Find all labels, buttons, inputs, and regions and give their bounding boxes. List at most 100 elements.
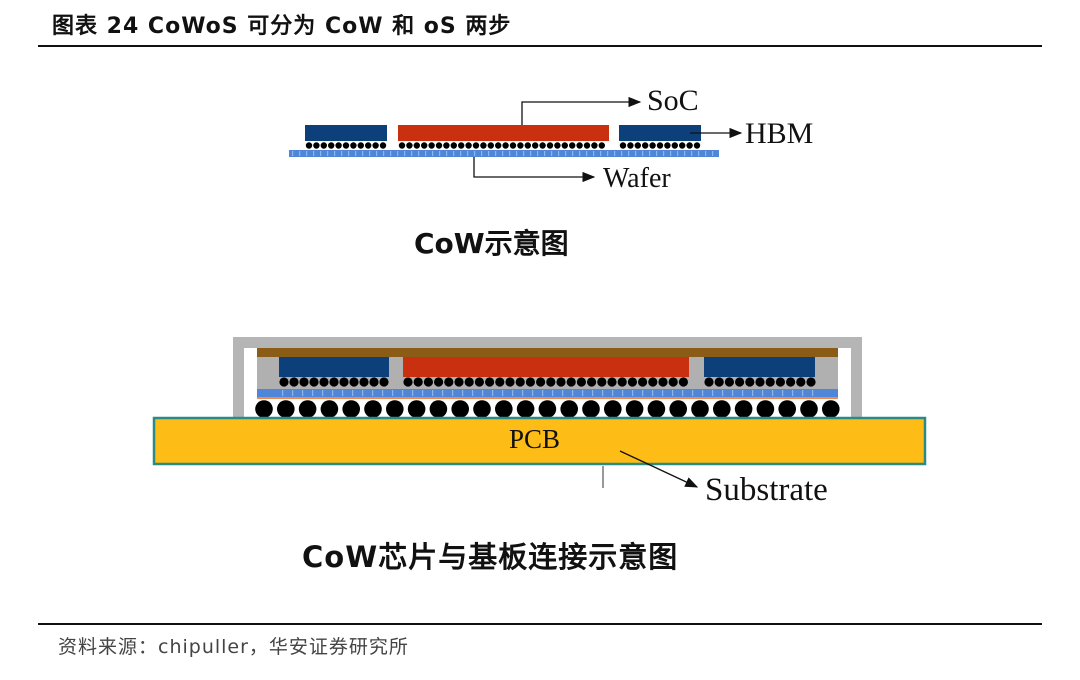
pattern-tick bbox=[422, 390, 424, 396]
pattern-tick bbox=[412, 390, 414, 396]
bump bbox=[627, 142, 634, 149]
pattern-tick bbox=[705, 151, 707, 156]
bump bbox=[625, 400, 644, 418]
pattern-tick bbox=[299, 151, 301, 156]
pattern-tick bbox=[612, 390, 614, 396]
bump bbox=[369, 377, 379, 387]
pattern-tick bbox=[302, 390, 304, 396]
bump bbox=[755, 377, 765, 387]
substrate-label: Substrate bbox=[705, 472, 828, 508]
bump bbox=[735, 377, 745, 387]
pattern-tick bbox=[544, 151, 546, 156]
bump bbox=[566, 377, 576, 387]
pattern-tick bbox=[712, 151, 714, 156]
hbm-left-die bbox=[279, 357, 389, 377]
pattern-tick bbox=[614, 151, 616, 156]
pattern-tick bbox=[551, 151, 553, 156]
pcb-substrate bbox=[152, 416, 927, 466]
pattern-tick bbox=[562, 390, 564, 396]
bump bbox=[277, 400, 295, 418]
pattern-tick bbox=[397, 151, 399, 156]
pattern-tick bbox=[382, 390, 384, 396]
source-note: 资料来源：chipuller，华安证券研究所 bbox=[58, 636, 409, 658]
pattern-tick bbox=[372, 390, 374, 396]
pattern-tick bbox=[692, 390, 694, 396]
bump bbox=[474, 377, 484, 387]
lid bbox=[233, 337, 862, 418]
pattern-tick bbox=[352, 390, 354, 396]
soc-pointer bbox=[521, 96, 642, 125]
pattern-tick bbox=[452, 390, 454, 396]
pattern-tick bbox=[516, 151, 518, 156]
bump bbox=[734, 400, 753, 418]
pattern-tick bbox=[656, 151, 658, 156]
bump bbox=[495, 142, 502, 149]
pattern-tick bbox=[322, 390, 324, 396]
pattern-tick bbox=[712, 390, 714, 396]
pattern-tick bbox=[362, 151, 364, 156]
wafer-pointer bbox=[473, 157, 596, 183]
bump bbox=[822, 400, 840, 418]
bump bbox=[434, 377, 444, 387]
pattern-tick bbox=[572, 390, 574, 396]
bump bbox=[450, 142, 457, 149]
bump bbox=[313, 142, 320, 149]
pattern-tick bbox=[670, 151, 672, 156]
bump bbox=[443, 142, 450, 149]
bump bbox=[386, 400, 404, 418]
pattern-tick bbox=[602, 390, 604, 396]
bump bbox=[320, 400, 339, 418]
bump bbox=[724, 377, 735, 387]
pattern-tick bbox=[542, 390, 544, 396]
bump bbox=[473, 400, 491, 418]
pattern-tick bbox=[537, 151, 539, 156]
bump bbox=[435, 142, 443, 149]
figure-title: 图表 24 CoWoS 可分为 CoW 和 oS 两步 bbox=[52, 14, 512, 39]
pattern-tick bbox=[558, 151, 560, 156]
bump bbox=[806, 377, 816, 387]
bump bbox=[279, 377, 289, 387]
bump bbox=[539, 142, 546, 149]
bump bbox=[516, 400, 535, 418]
bump bbox=[495, 400, 513, 418]
pattern-tick bbox=[752, 390, 754, 396]
cow-caption: CoW示意图 bbox=[414, 227, 569, 260]
pattern-tick bbox=[682, 390, 684, 396]
bump bbox=[428, 142, 435, 149]
bump bbox=[617, 377, 627, 387]
pattern-tick bbox=[782, 390, 784, 396]
pattern-tick bbox=[663, 151, 665, 156]
bump bbox=[472, 142, 480, 149]
bump bbox=[775, 377, 786, 387]
pattern-tick bbox=[512, 390, 514, 396]
bump bbox=[525, 377, 536, 387]
bump bbox=[458, 142, 465, 149]
bump bbox=[668, 377, 678, 387]
pattern-tick bbox=[332, 390, 334, 396]
pattern-tick bbox=[632, 390, 634, 396]
bump bbox=[406, 142, 413, 149]
pattern-tick bbox=[586, 151, 588, 156]
pattern-tick bbox=[348, 151, 350, 156]
bump bbox=[515, 377, 525, 387]
pattern-tick bbox=[502, 151, 504, 156]
pattern-tick bbox=[306, 151, 308, 156]
pattern-tick bbox=[292, 151, 294, 156]
pattern-tick bbox=[495, 151, 497, 156]
bump bbox=[305, 142, 313, 149]
micro-bumps-bottom bbox=[279, 377, 816, 387]
pattern-tick bbox=[565, 151, 567, 156]
bump bbox=[349, 377, 359, 387]
bump bbox=[714, 377, 724, 387]
pattern-tick bbox=[593, 151, 595, 156]
bump bbox=[532, 142, 539, 149]
pattern-tick bbox=[802, 390, 804, 396]
cowos-package-diagram bbox=[152, 337, 927, 488]
bump bbox=[619, 142, 627, 149]
pattern-tick bbox=[732, 390, 734, 396]
bump bbox=[576, 377, 587, 387]
bump bbox=[379, 142, 387, 149]
bump bbox=[678, 377, 689, 387]
bump bbox=[509, 142, 517, 149]
bump bbox=[658, 377, 668, 387]
